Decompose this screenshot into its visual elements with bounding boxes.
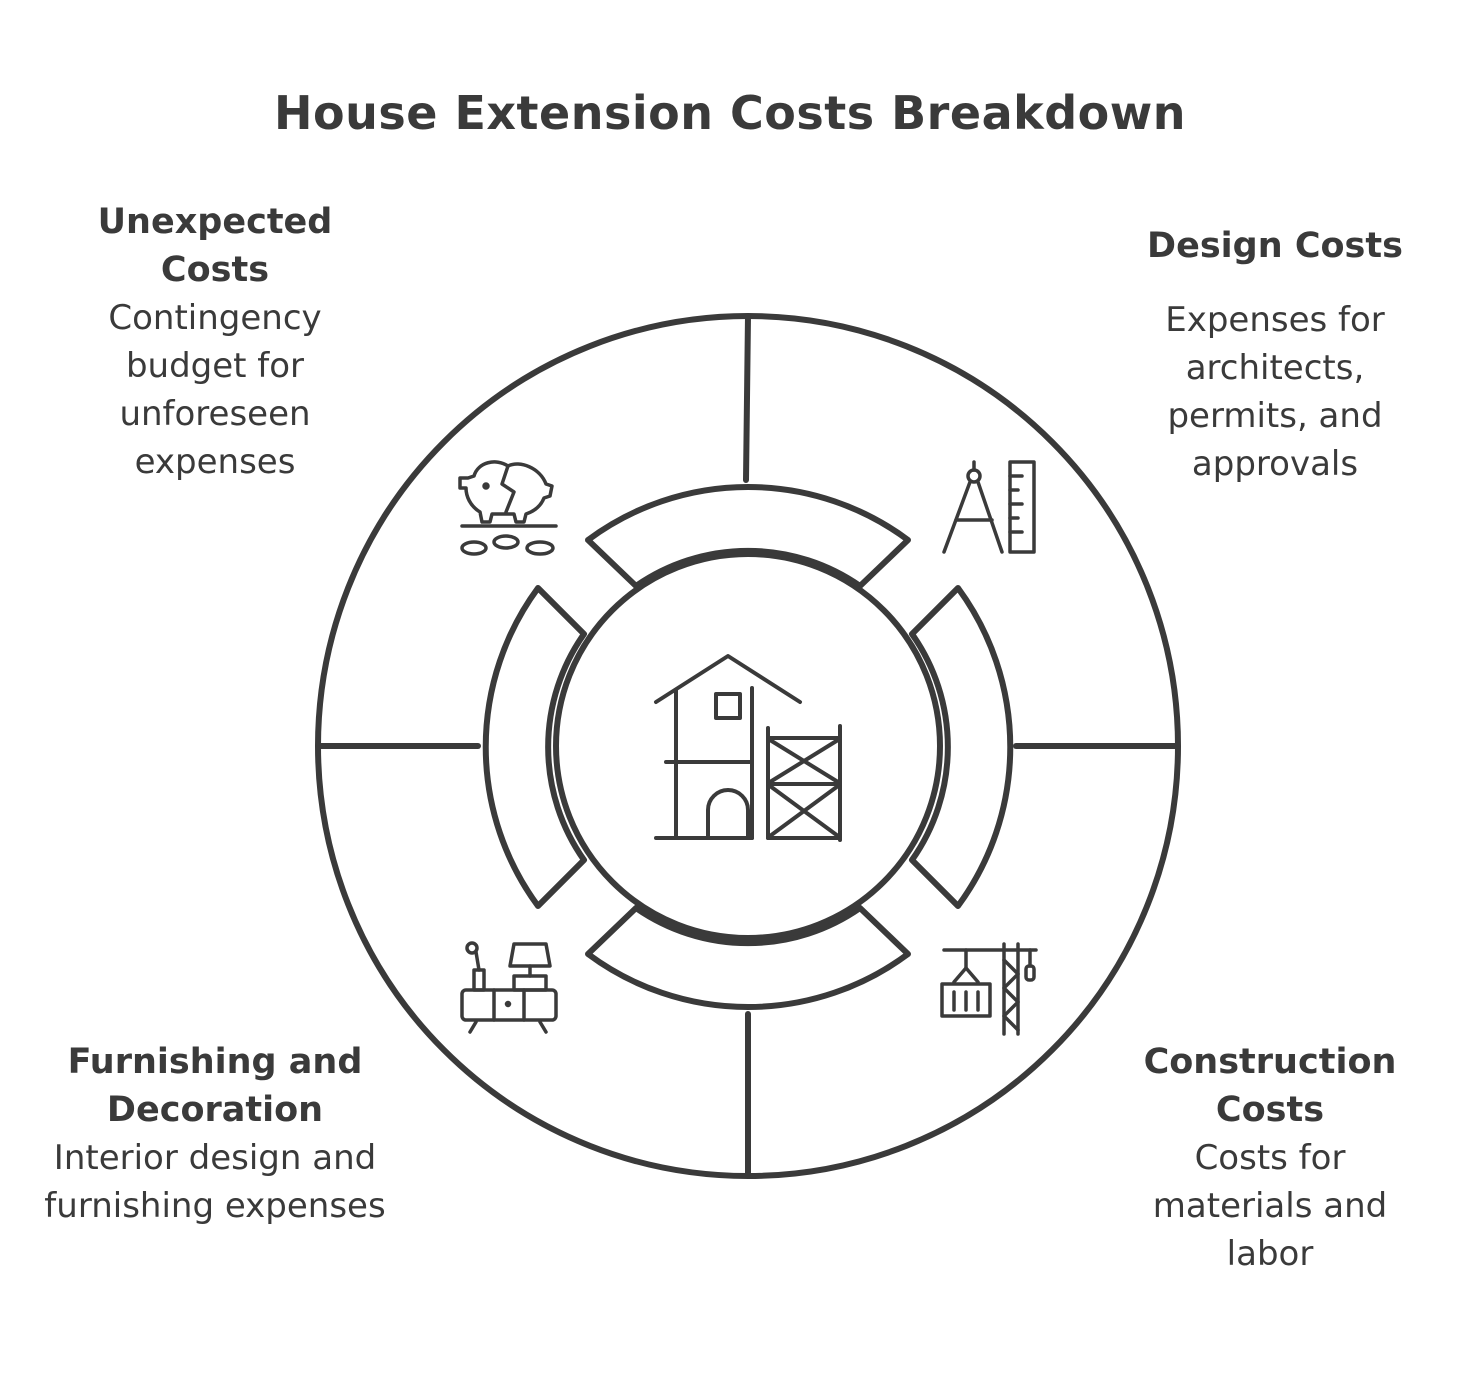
crane-container-icon bbox=[940, 942, 1038, 1036]
segment-description: Expenses for architects, permits, and ap… bbox=[1165, 300, 1385, 484]
house-scaffolding-icon bbox=[654, 654, 842, 842]
segment-description: Interior design and furnishing expenses bbox=[44, 1138, 386, 1226]
arc-segment-left bbox=[482, 585, 587, 909]
segment-heading: Construction Costs bbox=[1143, 1042, 1397, 1130]
arc-segment-bottom bbox=[585, 905, 911, 1011]
segment-label-construction: Construction Costs Costs for materials a… bbox=[1110, 1038, 1430, 1278]
segment-description: Contingency budget for unforeseen expens… bbox=[108, 298, 322, 482]
furniture-lamp-icon bbox=[460, 941, 558, 1034]
divider-top bbox=[743, 313, 751, 483]
inner-circle bbox=[553, 551, 943, 941]
segment-description: Costs for materials and labor bbox=[1152, 1138, 1388, 1274]
segment-heading: Furnishing and Decoration bbox=[67, 1042, 363, 1130]
broken-piggy-bank-icon bbox=[458, 460, 558, 556]
arc-segment-top bbox=[585, 483, 911, 589]
segment-label-design: Design Costs Expenses for architects, pe… bbox=[1120, 222, 1430, 488]
segment-heading: Unexpected Costs bbox=[97, 202, 333, 290]
segment-label-unexpected: Unexpected Costs Contingency budget for … bbox=[60, 198, 370, 486]
page-title: House Extension Costs Breakdown bbox=[274, 86, 1186, 140]
segment-heading: Design Costs bbox=[1147, 226, 1403, 266]
compass-ruler-icon bbox=[942, 460, 1036, 554]
segment-label-furnishing: Furnishing and Decoration Interior desig… bbox=[40, 1038, 390, 1230]
arc-segment-right bbox=[909, 585, 1014, 909]
